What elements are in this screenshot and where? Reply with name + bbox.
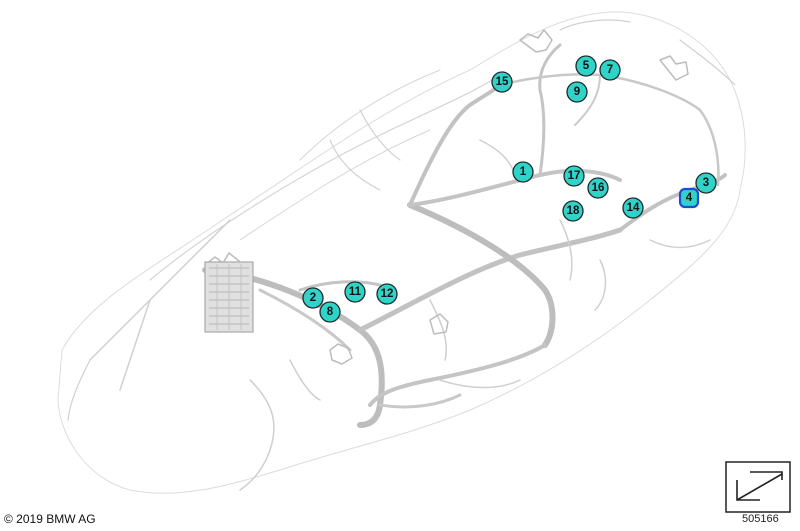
svg-text:15: 15 [496,76,509,88]
callout-5[interactable]: 5 [575,55,597,77]
callout-16[interactable]: 16 [587,177,609,199]
arrow-direction-icon [725,461,791,513]
svg-text:14: 14 [627,202,640,214]
diagram-number: 505166 [742,513,779,525]
svg-text:5: 5 [583,60,590,72]
callout-15[interactable]: 15 [491,71,513,93]
svg-text:9: 9 [574,86,580,98]
svg-text:16: 16 [592,182,605,194]
callout-14[interactable]: 14 [622,197,644,219]
callout-7[interactable]: 7 [599,59,621,81]
svg-text:7: 7 [607,64,613,76]
svg-text:11: 11 [349,286,362,298]
callout-8[interactable]: 8 [319,301,341,323]
svg-text:4: 4 [686,192,693,204]
callout-9[interactable]: 9 [566,81,588,103]
svg-text:17: 17 [568,170,581,182]
svg-text:3: 3 [703,177,709,189]
svg-text:12: 12 [381,288,394,300]
copyright-text: © 2019 BMW AG [4,512,96,526]
fuse-box [204,261,254,333]
callout-4[interactable]: 4 [678,187,700,209]
harness-drawing [57,11,746,494]
callout-17[interactable]: 17 [563,165,585,187]
svg-text:18: 18 [567,205,580,217]
callout-3[interactable]: 3 [695,172,717,194]
svg-text:8: 8 [327,306,334,318]
callout-12[interactable]: 12 [376,283,398,305]
callout-18[interactable]: 18 [562,200,584,222]
callout-1[interactable]: 1 [512,161,534,183]
svg-text:2: 2 [310,292,316,304]
callout-2[interactable]: 2 [302,287,324,309]
svg-text:1: 1 [520,166,527,178]
callout-11[interactable]: 11 [344,281,366,303]
